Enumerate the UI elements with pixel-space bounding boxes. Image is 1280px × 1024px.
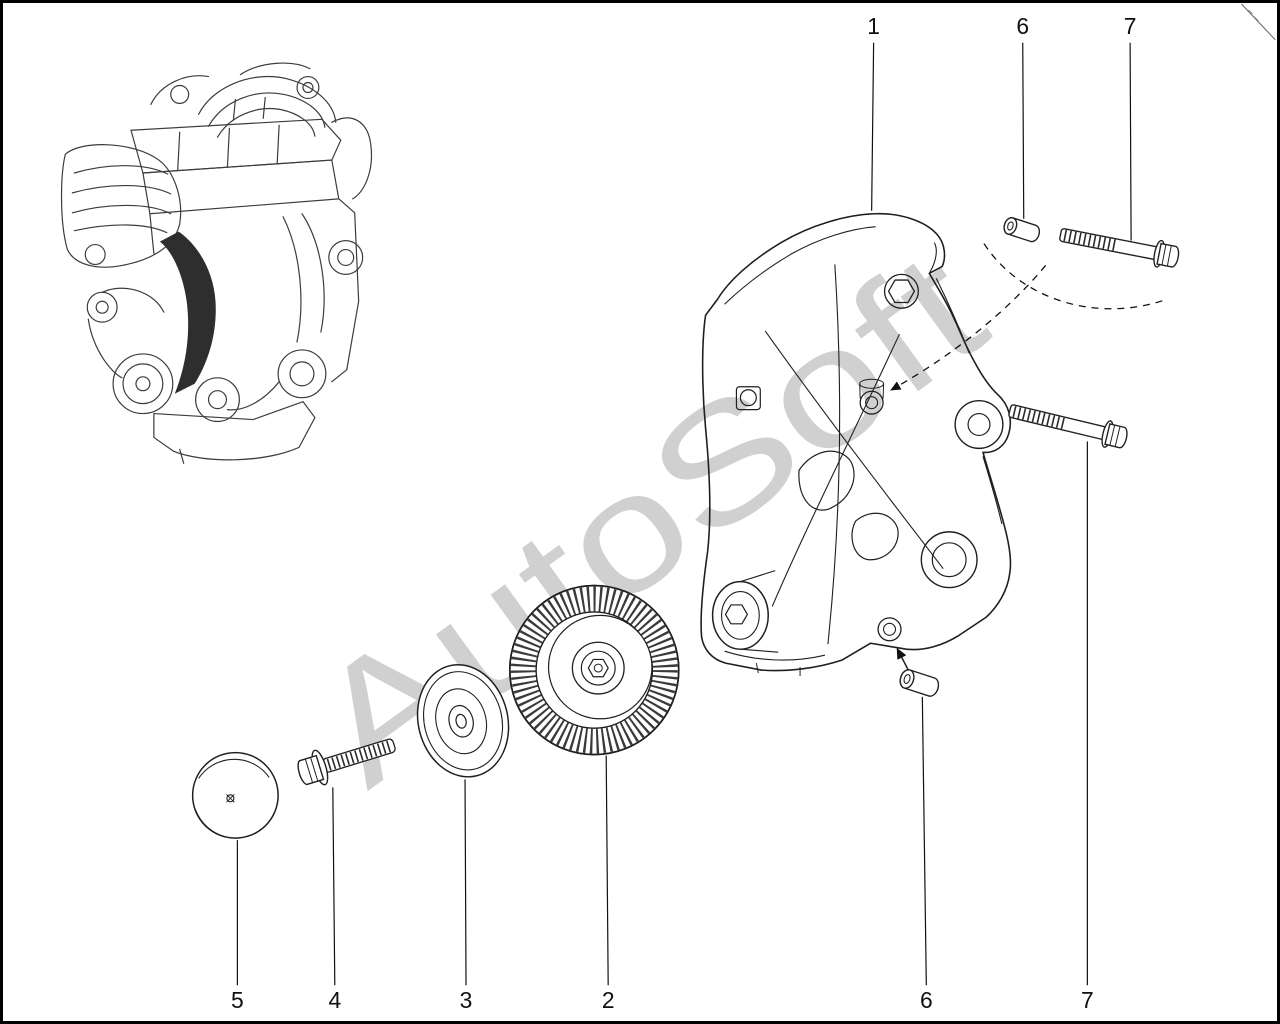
pulley-cover-plate xyxy=(416,663,510,778)
callout-label-1[interactable]: 1 xyxy=(867,13,880,39)
callout-label-3[interactable]: 3 xyxy=(460,987,473,1013)
callout-label-7-bottom[interactable]: 7 xyxy=(1081,987,1094,1013)
long-bolt-top xyxy=(1059,228,1180,268)
cover-cap xyxy=(191,751,279,839)
callout-label-5[interactable]: 5 xyxy=(231,987,244,1013)
callout-label-6-bottom[interactable]: 6 xyxy=(920,987,933,1013)
spacer-sleeve-bottom xyxy=(899,669,940,697)
corner-cut-mark xyxy=(1241,3,1276,41)
callout-label-4[interactable]: 4 xyxy=(328,987,341,1013)
flanged-bolt-small xyxy=(297,738,396,786)
idler-pulley xyxy=(508,584,680,756)
spacer-sleeve-top xyxy=(1003,217,1041,243)
callout-label-6-top[interactable]: 6 xyxy=(1016,13,1029,39)
callout-label-2[interactable]: 2 xyxy=(602,987,615,1013)
callout-label-7-top[interactable]: 7 xyxy=(1124,13,1137,39)
engine-reference-thumbnail xyxy=(60,62,373,464)
callout-labels: 1 6 7 5 4 3 2 6 7 xyxy=(231,13,1136,1013)
exploded-parts-diagram: AutoSoft xyxy=(60,3,1276,1013)
mounting-bracket xyxy=(700,212,1012,677)
long-bolt-right xyxy=(1008,404,1128,449)
callout-leader-lines xyxy=(236,42,1132,986)
